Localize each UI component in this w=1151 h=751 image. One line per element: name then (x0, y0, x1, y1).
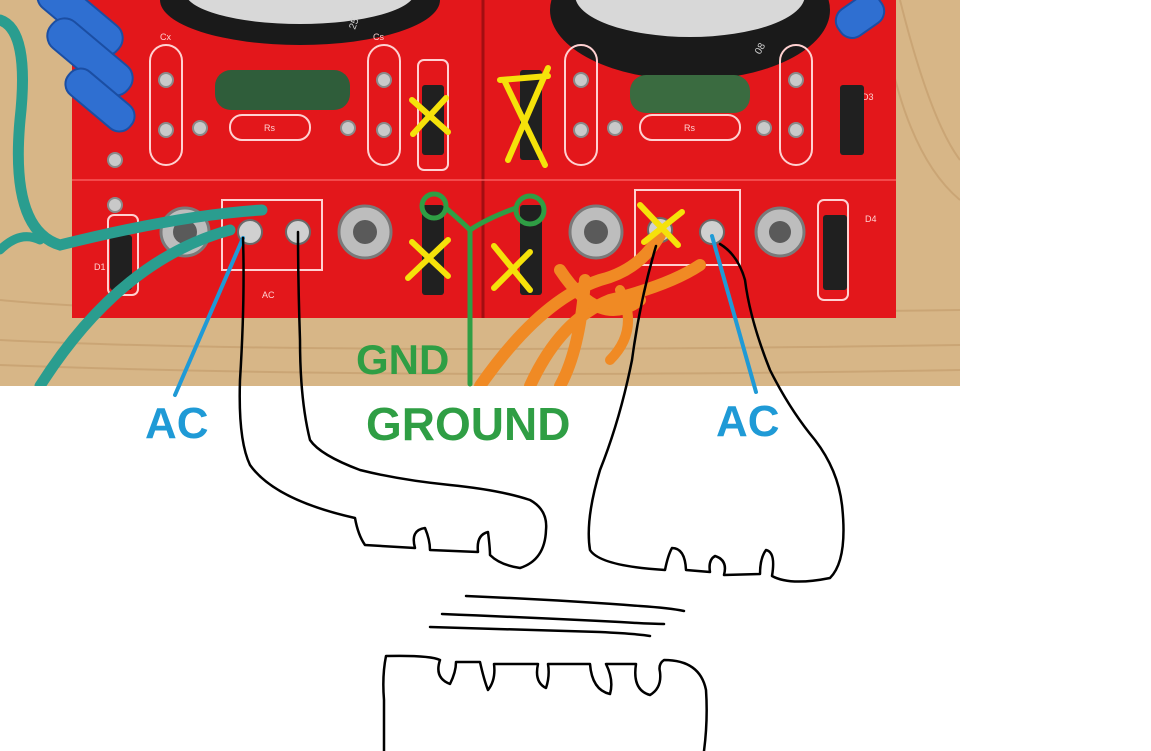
pads (107, 72, 804, 213)
teal-wire (0, 14, 268, 386)
rs-right-outline (639, 114, 741, 141)
primary-winding (382, 654, 708, 751)
cap-right-outline-2 (779, 44, 813, 166)
x-mark-upper-left (409, 95, 451, 137)
resistors (215, 70, 750, 113)
ground-label: GROUND (366, 398, 570, 450)
cx-outline (149, 44, 183, 166)
terminal-screw-right-2 (699, 219, 725, 245)
diode-d-center-left (422, 205, 444, 295)
transformer-core-line-2 (440, 612, 666, 626)
ground-branch-right (467, 205, 519, 233)
rs-left-label: Rs (264, 123, 275, 133)
capacitor-left: 25 (160, 0, 440, 45)
d4-label: D4 (865, 214, 877, 224)
x-mark-terminal-right (637, 202, 685, 248)
capacitor-left-marking: 25 (347, 16, 361, 31)
d1-label: D1 (94, 262, 106, 272)
secondary-wire-left (238, 230, 548, 570)
transformer-core-line-3 (428, 625, 652, 638)
gnd-label: GND (356, 336, 449, 383)
resistor-left (215, 70, 350, 110)
capacitor-right: 08 (550, 0, 830, 80)
ac-leader-right (710, 234, 758, 394)
cap-right-outline (564, 44, 598, 166)
ground-wire-symbol (419, 191, 547, 387)
secondary-wire-right (587, 242, 845, 583)
rs-right-label: Rs (684, 123, 695, 133)
transformer-core-line-1 (464, 594, 686, 613)
d4-outline (817, 199, 849, 301)
ac-leader-left (173, 236, 245, 397)
pcb-photo: 25 08 Cx Cs Rs Rs AC D3 D (0, 0, 960, 386)
ac-left-silk-label: AC (262, 290, 275, 300)
pcb-board-left (72, 0, 482, 318)
ac-terminal-right-outline (634, 189, 741, 266)
d3-outline (417, 59, 449, 171)
silkscreen-labels: Cx Cs Rs Rs AC D3 D1 D4 (94, 32, 877, 300)
resistor-right (630, 75, 750, 113)
cs-label: Cs (373, 32, 384, 42)
cs-outline (367, 44, 401, 166)
diode-d4 (823, 215, 847, 290)
blue-resistors (36, 0, 886, 133)
cx-label: Cx (160, 32, 171, 42)
silkscreen (107, 44, 849, 301)
orange-wires (474, 229, 706, 386)
x-mark-upper-right (497, 65, 551, 168)
ac-label-left: AC (145, 399, 209, 448)
yellow-x-marks (405, 65, 685, 293)
transformer-sketch (238, 230, 845, 751)
capacitor-right-marking: 08 (753, 41, 768, 57)
diode-d3-right (840, 85, 864, 155)
ac-label-right: AC (716, 397, 780, 446)
x-mark-lower-left (405, 237, 451, 281)
ac-leaders (173, 234, 758, 397)
d3-label: D3 (862, 92, 874, 102)
diode-d1 (110, 235, 132, 290)
rs-left-outline (229, 114, 311, 141)
x-mark-lower-right (491, 243, 533, 293)
